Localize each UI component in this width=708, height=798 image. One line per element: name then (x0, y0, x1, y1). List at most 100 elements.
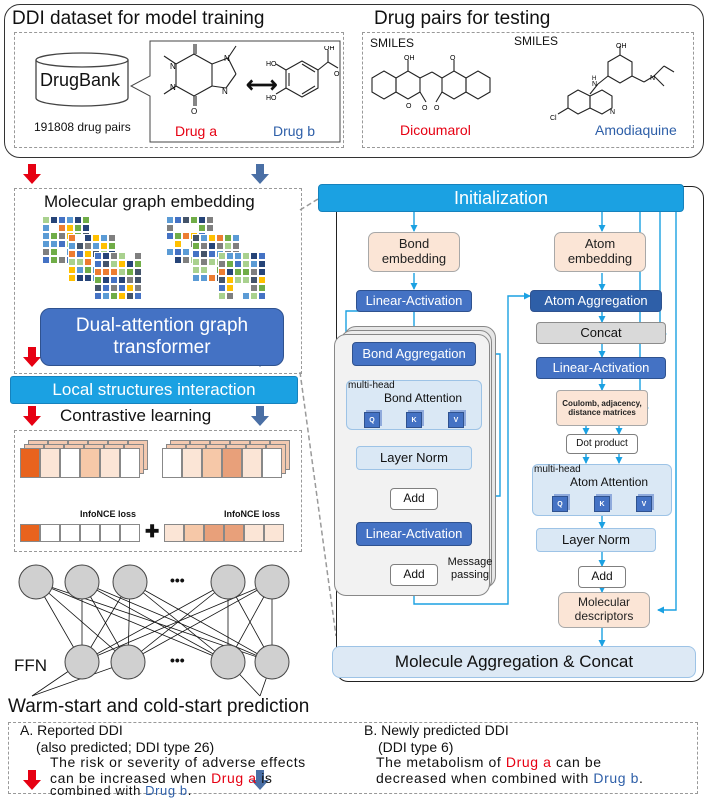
ffn-node (64, 564, 100, 600)
embedding-cell (84, 234, 92, 242)
embedding-cell (174, 232, 182, 240)
bond-q-icon: Q (364, 412, 380, 428)
embedding-cell (50, 240, 58, 248)
embedding-cell (216, 234, 224, 242)
embedding-cell (50, 256, 58, 264)
embedding-cell (126, 284, 134, 292)
embedding-cell (76, 242, 84, 250)
testing-dashed-box (362, 32, 694, 148)
feature-cell (242, 448, 262, 478)
linear-activation-2: Linear-Activation (356, 522, 472, 546)
ffn-node (210, 564, 246, 600)
embedding-cell (200, 258, 208, 266)
embedding-cell (250, 268, 258, 276)
embedding-cell (50, 232, 58, 240)
embedding-cell (192, 266, 200, 274)
embedding-cell (66, 224, 74, 232)
svg-text:N: N (592, 81, 597, 88)
embedding-cell (68, 250, 76, 258)
svg-text:OH: OH (616, 43, 627, 50)
embedding-cell (174, 216, 182, 224)
dicoumarol-structure: OH O O O O (371, 55, 491, 112)
feature-cell (60, 448, 80, 478)
reported-ddi-text-2: can be increased when Drug a is (50, 770, 273, 786)
embedding-cell (174, 240, 182, 248)
embedding-cell (42, 256, 50, 264)
svg-text:N: N (224, 54, 230, 63)
embedding-cell (226, 292, 234, 300)
embedding-cell (118, 252, 126, 260)
embedding-grid-right (166, 216, 270, 302)
embedding-cell (192, 250, 200, 258)
embedding-cell (200, 274, 208, 282)
message-passing-label: Message passing (447, 556, 493, 582)
embedding-cell (50, 224, 58, 232)
embedding-title: Molecular graph embedding (44, 192, 255, 211)
new-drug-a: Drug a (505, 754, 552, 770)
embedding-cell (92, 242, 100, 250)
coulomb-matrices-box: Coulomb, adjacency, distance matrices (556, 390, 648, 426)
feature-cell (80, 448, 100, 478)
drugbank-label: DrugBank (40, 70, 121, 90)
ffn-node (210, 644, 246, 680)
embedding-cell (126, 276, 134, 284)
contrastive-learning-label: Contrastive learning (60, 406, 212, 425)
embedding-cell (208, 266, 216, 274)
embedding-cell (200, 234, 208, 242)
drug-pair-callout (130, 40, 341, 143)
drug-pairs-count: 191808 drug pairs (34, 120, 131, 134)
embedding-cell (234, 252, 242, 260)
embedding-cell (234, 260, 242, 268)
ellipsis-top: ••• (170, 572, 185, 588)
molecule-aggregation-concat: Molecule Aggregation & Concat (332, 646, 696, 678)
embedding-cell (242, 260, 250, 268)
linear-activation-1: Linear-Activation (356, 290, 472, 312)
embedding-cell (68, 234, 76, 242)
embedding-cell (192, 274, 200, 282)
embedding-cell (208, 258, 216, 266)
vector-cell (40, 524, 60, 542)
embedding-cell (84, 258, 92, 266)
atom-q-icon: Q (552, 496, 568, 512)
embedding-cell (216, 242, 224, 250)
embedding-cell (42, 224, 50, 232)
smiles-label-1: SMILES (370, 36, 415, 50)
embedding-cell (76, 258, 84, 266)
embedding-cell (110, 252, 118, 260)
ellipsis-bottom: ••• (170, 652, 185, 668)
embedding-cell (118, 268, 126, 276)
embedding-cell (134, 276, 142, 284)
embedding-cell (208, 234, 216, 242)
embedding-cell (68, 258, 76, 266)
embedding-cell (68, 266, 76, 274)
embedding-cell (206, 216, 214, 224)
embedding-cell (182, 216, 190, 224)
vector-cell (164, 524, 184, 542)
embedding-cell (118, 284, 126, 292)
embedding-cell (166, 232, 174, 240)
embedding-cell (58, 248, 66, 256)
embedding-cell (42, 240, 50, 248)
embedding-cell (58, 224, 66, 232)
vector-left (20, 524, 140, 542)
embedding-cell (258, 260, 266, 268)
embedding-cell (190, 224, 198, 232)
amodiaquine-structure: OH N N Cl N H (550, 43, 675, 122)
dual-attention-transformer: Dual-attention graph transformer (40, 308, 284, 366)
embedding-cell (102, 292, 110, 300)
new-drug-b: Drug b (593, 770, 640, 786)
embedding-cell (218, 292, 226, 300)
embedding-cell (84, 274, 92, 282)
embedding-cell (66, 216, 74, 224)
embedding-cell (226, 284, 234, 292)
drug-b-label: Drug b (273, 123, 316, 139)
embedding-cell (200, 266, 208, 274)
training-title: DDI dataset for model training (12, 8, 265, 29)
embedding-cell (102, 252, 110, 260)
embedding-cell (242, 284, 250, 292)
embedding-cell (108, 234, 116, 242)
prediction-label: Warm-start and cold-start prediction (8, 696, 310, 717)
bond-embedding-box: Bond embedding (368, 232, 460, 272)
embedding-cell (68, 242, 76, 250)
